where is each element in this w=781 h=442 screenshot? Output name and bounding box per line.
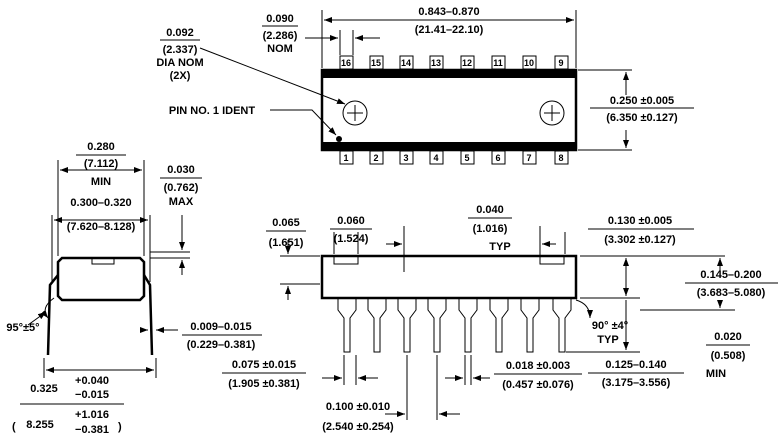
top-pin-row: 16 15 14 13 12 11 10 9: [339, 55, 569, 70]
tip-mm: (1.524): [334, 233, 369, 245]
top-view: 16 15 14 13 12 11 10 9 1 2 3 4 5 6 7 8: [156, 6, 694, 165]
lead-w-mm: (0.457 ±0.076): [502, 379, 574, 391]
span-inch: 0.325: [30, 383, 58, 395]
hole-note: DIA NOM: [156, 57, 203, 69]
pitch-note: NOM: [267, 43, 293, 55]
top-pin-label: 9: [558, 58, 563, 68]
body-height-mm: (3.683–5.080): [697, 287, 766, 299]
shoulder-w-mm: (1.905 ±0.381): [228, 378, 300, 390]
end-body-mm: (7.112): [84, 158, 119, 170]
lead-thick-inch: 0.009–0.015: [190, 321, 251, 333]
width-mm: (21.41–22.10): [415, 24, 484, 36]
top-body-edge: [322, 70, 576, 78]
end-angle: 95°±5°: [6, 322, 39, 334]
span-inch-minus: −0.015: [75, 389, 109, 401]
hole-mm: (2.337): [163, 44, 198, 56]
bottom-pin-label: 8: [558, 153, 563, 163]
side-body-outline: [320, 254, 578, 300]
end-row-mm: (7.620–8.128): [67, 221, 136, 233]
bottom-pin-label: 7: [526, 153, 531, 163]
top-pin-label: 10: [524, 58, 534, 68]
top-pin-label: 13: [431, 58, 441, 68]
pitch-mm: (2.286): [263, 30, 298, 42]
pin1-leader: [270, 109, 337, 136]
mounting-hole-right: [539, 100, 565, 126]
standoff-note: MAX: [169, 196, 194, 208]
end-right-lead: [142, 274, 154, 356]
span-mm-plus: +1.016: [75, 409, 109, 421]
gap-mm: (1.016): [473, 223, 508, 235]
bottom-body-edge: [322, 142, 576, 150]
side-view: 0.065 (1.651) 0.060 (1.524) 0.040 (1.016…: [222, 204, 778, 433]
top-body-outline: [320, 68, 578, 152]
side-pitch-inch: 0.100 ±0.010: [326, 401, 390, 413]
hole-leader: [199, 47, 346, 105]
paren-close: ): [118, 421, 122, 433]
width-inch: 0.843–0.870: [418, 6, 479, 18]
span-mm-minus: −0.381: [75, 424, 109, 436]
tip-inch: 0.060: [337, 215, 365, 227]
end-left-lead: [46, 274, 59, 356]
top-pin-label: 16: [341, 58, 351, 68]
clear-note: MIN: [706, 368, 726, 380]
body-height-inch: 0.145–0.200: [700, 269, 761, 281]
bottom-pin-label: 1: [343, 153, 348, 163]
bottom-pin-row: 1 2 3 4 5 6 7 8: [339, 150, 569, 165]
side-pitch-mm: (2.540 ±0.254): [322, 421, 394, 433]
seat-mm: (3.302 ±0.127): [604, 234, 676, 246]
end-body-outline: [56, 256, 146, 302]
standoff-mm: (0.762): [164, 182, 199, 194]
bottom-pin-label: 4: [433, 153, 438, 163]
side-lead-row: [337, 298, 572, 353]
lead-len-inch: 0.125–0.140: [605, 359, 666, 371]
gap-note: TYP: [489, 241, 510, 253]
top-pin-label: 15: [371, 58, 381, 68]
clear-mm: (0.508): [711, 350, 746, 362]
seat-inch: 0.130 ±0.005: [608, 215, 672, 227]
bottom-pin-label: 5: [464, 153, 469, 163]
height-inch: 0.250 ±0.005: [610, 95, 674, 107]
top-pin-label: 12: [462, 58, 472, 68]
pin1-label: PIN NO. 1 IDENT: [169, 105, 255, 117]
span-mm: 8.255: [26, 419, 54, 431]
bottom-pin-label: 3: [403, 153, 408, 163]
end-row-inch: 0.300–0.320: [70, 197, 131, 209]
side-angle-note: TYP: [597, 334, 618, 346]
clear-inch: 0.020: [714, 331, 742, 343]
bottom-pin-label: 6: [495, 153, 500, 163]
shoulder-w-inch: 0.075 ±0.015: [232, 359, 296, 371]
gap-inch: 0.040: [476, 204, 504, 216]
shoulder-mm: (1.651): [269, 237, 304, 249]
hole-count: (2X): [170, 70, 191, 82]
end-body-inch: 0.280: [87, 141, 115, 153]
top-pin-label: 14: [401, 58, 411, 68]
mounting-hole-left: [342, 100, 368, 126]
lead-thick-mm: (0.229–0.381): [187, 339, 256, 351]
pitch-inch: 0.090: [266, 13, 294, 25]
lead-len-mm: (3.175–3.556): [602, 377, 671, 389]
standoff-inch: 0.030: [167, 164, 195, 176]
end-body-note: MIN: [91, 176, 111, 188]
side-angle: 90° ±4°: [592, 320, 628, 332]
bottom-pin-label: 2: [373, 153, 378, 163]
lead-w-inch: 0.018 ±0.003: [506, 360, 570, 372]
pin1-dot: [336, 136, 342, 142]
hole-inch: 0.092: [166, 27, 194, 39]
span-inch-plus: +0.040: [75, 375, 109, 387]
height-mm: (6.350 ±0.127): [606, 112, 678, 124]
end-view: 0.280 (7.112) MIN 0.300–0.320 (7.620–8.1…: [6, 141, 262, 436]
paren-open: (: [12, 421, 16, 433]
shoulder-inch: 0.065: [272, 217, 300, 229]
top-pin-label: 11: [493, 58, 503, 68]
